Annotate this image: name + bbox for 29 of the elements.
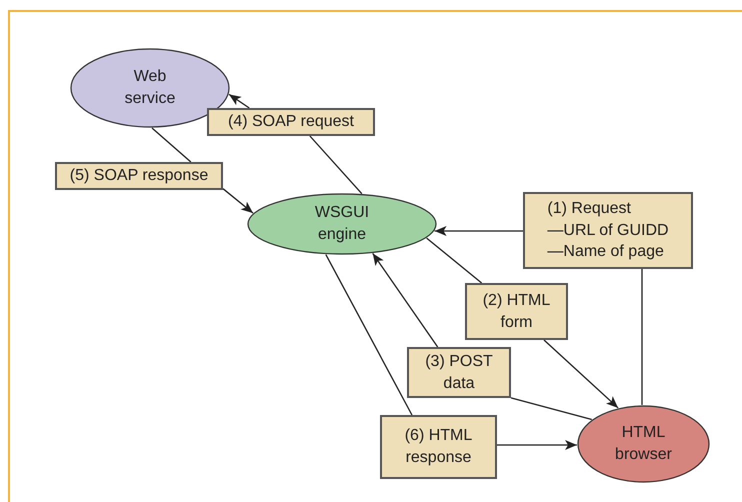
- label-box: [380, 415, 497, 479]
- arrow: [434, 226, 523, 236]
- node-label: (1) Request: [547, 199, 631, 220]
- node-label: —Name of page: [547, 242, 664, 262]
- node-label: —URL of GUIDD: [547, 220, 669, 241]
- node-label: (4) SOAP request: [228, 112, 354, 132]
- connector-line: [152, 128, 192, 162]
- label-box: [465, 283, 568, 340]
- node-label: (2) HTML form: [482, 290, 552, 332]
- connector-line: [641, 269, 643, 405]
- arrow: [228, 94, 250, 109]
- connector-line: [309, 136, 362, 194]
- arrow: [544, 340, 619, 408]
- label-box: [407, 347, 511, 398]
- node-label: (3) POST data: [424, 352, 494, 394]
- node-label: (5) SOAP response: [70, 166, 208, 186]
- node-label: WSGUI engine: [314, 203, 370, 245]
- label-box: [523, 192, 693, 269]
- connector-line: [426, 238, 482, 284]
- label-box: [207, 108, 375, 136]
- node-label: Web service: [124, 67, 176, 109]
- connector-line: [325, 254, 413, 416]
- arrow: [497, 440, 578, 450]
- node-label: HTML browser: [614, 423, 673, 465]
- arrow: [372, 252, 438, 348]
- connector-line: [510, 397, 592, 420]
- label-box: [55, 162, 223, 190]
- node-label: (6) HTML response: [404, 426, 474, 468]
- arrow: [222, 188, 254, 214]
